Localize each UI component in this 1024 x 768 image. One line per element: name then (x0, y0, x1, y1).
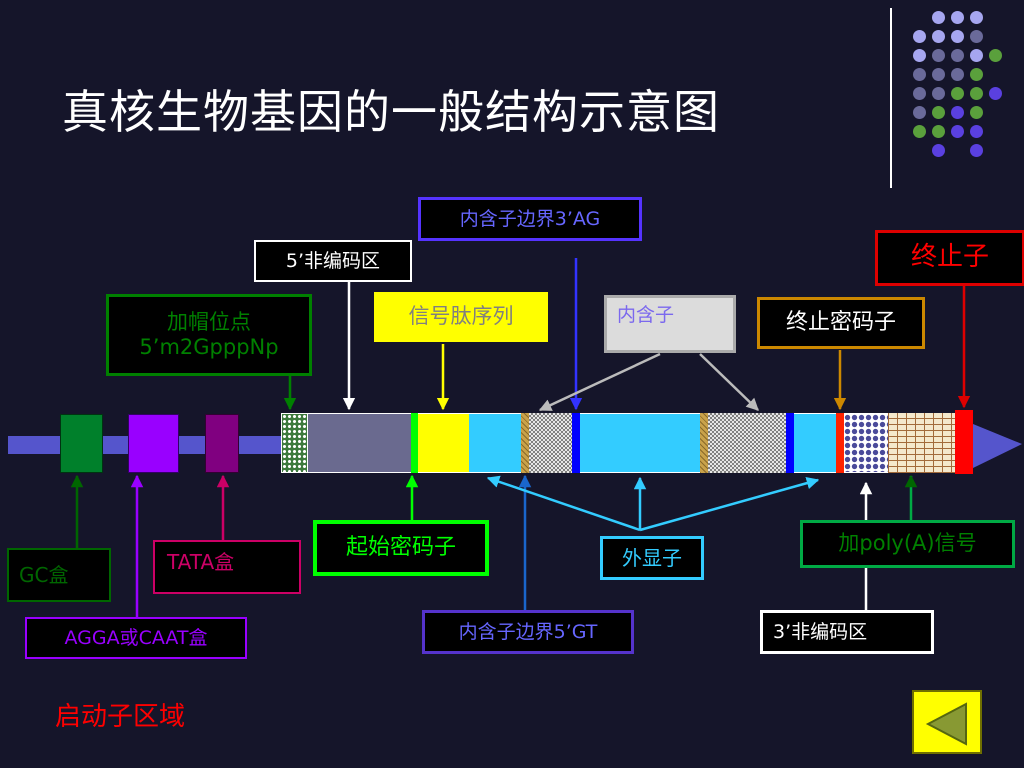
decorative-dot (913, 30, 926, 43)
intron-label: 内含子 (604, 295, 736, 353)
intron-block (708, 413, 786, 473)
decorative-dot (951, 87, 964, 100)
decorative-dot (913, 68, 926, 81)
decorative-dot (913, 125, 926, 138)
terminator-block (955, 410, 973, 474)
signal-peptide-label: 信号肽序列 (374, 292, 548, 342)
decorative-dot (951, 30, 964, 43)
intron-border-3-block (572, 413, 580, 473)
utr5-block (308, 413, 411, 473)
decorative-dot (989, 87, 1002, 100)
cap-site-block (281, 413, 308, 473)
gc-box-block (60, 414, 103, 473)
polya-signal-block (888, 413, 955, 473)
terminator-label: 终止子 (875, 230, 1024, 286)
decorative-dot (951, 106, 964, 119)
decorative-dot (932, 125, 945, 138)
decorative-dot (951, 11, 964, 24)
decorative-dot (932, 68, 945, 81)
exon-block (469, 413, 521, 473)
intron-border-5-label: 内含子边界5’GT (422, 610, 634, 654)
exon-block (794, 413, 836, 473)
decorative-dot (951, 125, 964, 138)
agga-caat-box-block (128, 414, 179, 473)
back-button[interactable] (912, 690, 982, 754)
decorative-dot (951, 68, 964, 81)
agga-caat-box-label: AGGA或CAAT盒 (25, 617, 247, 659)
gc-box-label: GC盒 (7, 548, 111, 602)
utr3-block (844, 413, 888, 473)
decorative-dot (970, 106, 983, 119)
decorative-dot (970, 144, 983, 157)
decorative-dot (951, 49, 964, 62)
utr3-label: 3’非编码区 (760, 610, 934, 654)
intron-border-5-block (700, 413, 708, 473)
decorative-dot (932, 11, 945, 24)
decorative-dot (932, 144, 945, 157)
exon-label: 外显子 (600, 536, 704, 580)
cap-site-label: 加帽位点 5’m2GpppNp (106, 294, 312, 376)
start-codon-block (411, 413, 418, 473)
page-title: 真核生物基因的一般结构示意图 (62, 85, 720, 139)
intron-border-3-label: 内含子边界3’AG (418, 197, 642, 241)
stop-codon-label: 终止密码子 (757, 297, 925, 349)
decorative-dot (932, 49, 945, 62)
cap-site-label-line2: 5’m2GpppNp (139, 335, 279, 359)
decorative-dot (970, 49, 983, 62)
decorative-dot (913, 106, 926, 119)
decorative-dot (970, 87, 983, 100)
decorative-dot (970, 30, 983, 43)
decorative-dot (932, 87, 945, 100)
start-codon-label: 起始密码子 (313, 520, 489, 576)
triangle-left-icon (925, 702, 967, 746)
exon-block (580, 413, 700, 473)
signal-peptide-block (418, 413, 469, 473)
decorative-dot (932, 30, 945, 43)
stop-codon-block (836, 413, 844, 473)
polya-signal-label: 加poly(A)信号 (800, 520, 1015, 568)
intron-block (529, 413, 572, 473)
decorative-dot (932, 106, 945, 119)
utr5-label: 5’非编码区 (254, 240, 412, 282)
tata-box-label: TATA盒 (153, 540, 301, 594)
intron-border-3-block (786, 413, 794, 473)
decorative-dot (970, 125, 983, 138)
title-divider-line (890, 8, 892, 188)
cap-site-label-line1: 加帽位点 (167, 309, 251, 334)
promoter-region-label: 启动子区域 (55, 702, 186, 733)
intron-border-5-block (521, 413, 529, 473)
decorative-dot (970, 68, 983, 81)
decorative-dot (913, 49, 926, 62)
decorative-dot (989, 49, 1002, 62)
decorative-dot (913, 87, 926, 100)
tata-box-block (205, 414, 239, 473)
decorative-dot (970, 11, 983, 24)
